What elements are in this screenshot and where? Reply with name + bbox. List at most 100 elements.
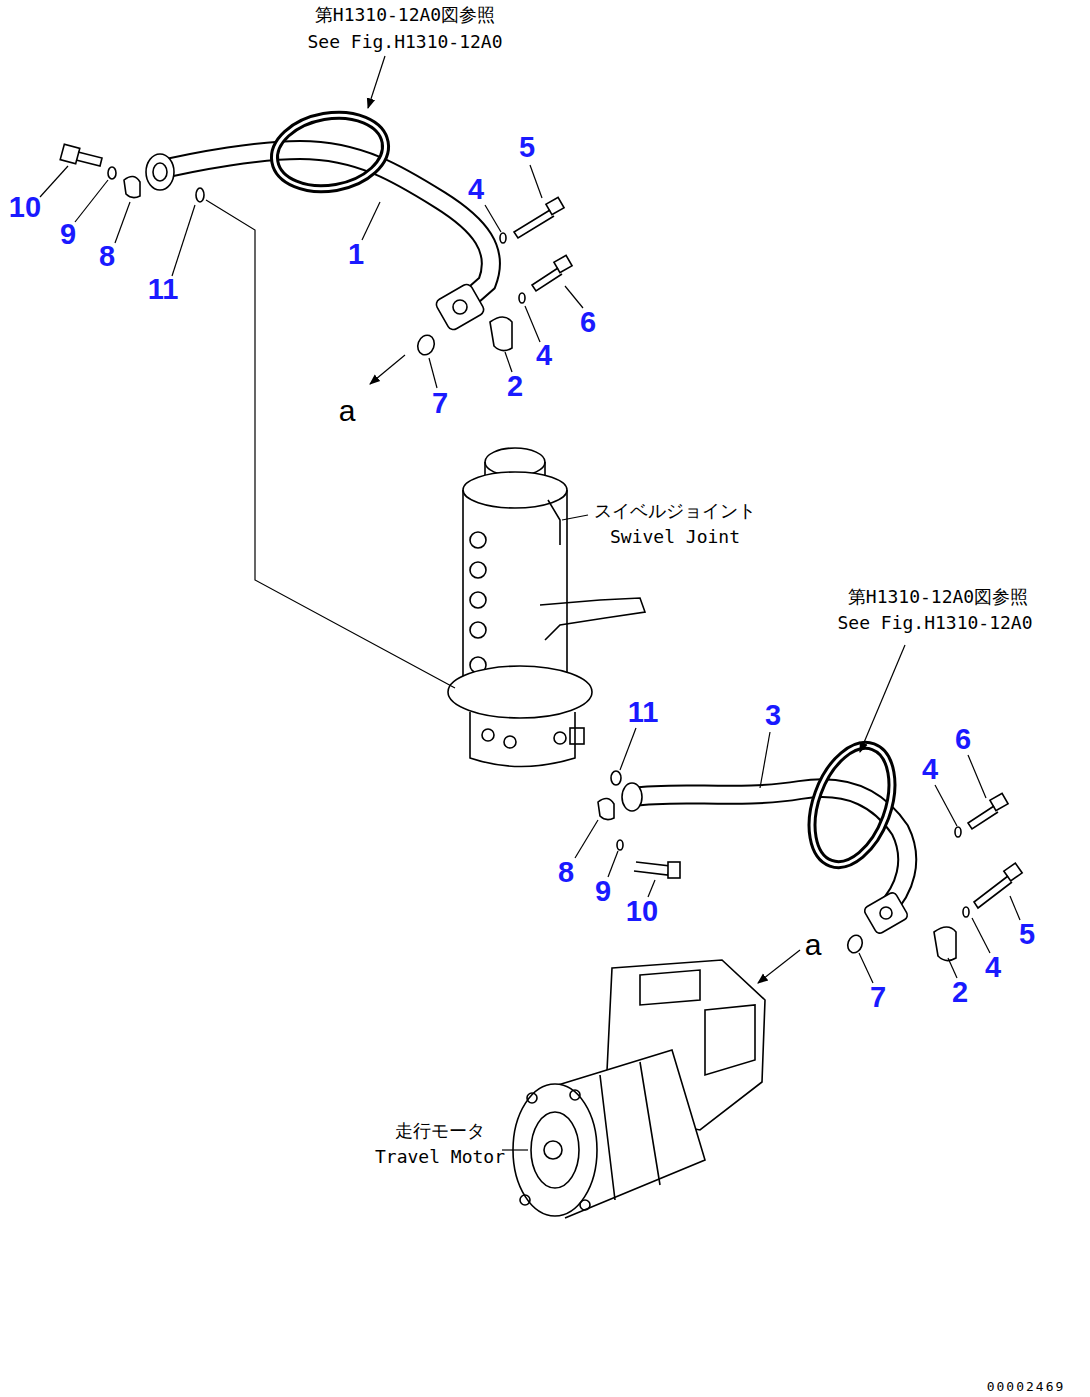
callout-number: 5 <box>1019 919 1035 951</box>
hose <box>146 107 491 332</box>
drawing-ellipse <box>269 107 392 197</box>
drawing-path <box>705 1005 755 1075</box>
reference-note: 第H1310-12A0図参照 <box>315 5 495 25</box>
part-name: 走行モータ <box>395 1121 485 1141</box>
callout-number: 6 <box>580 307 596 339</box>
drawing-path <box>540 598 645 640</box>
drawing-number: 00002469 <box>987 1380 1066 1394</box>
callout-number: 2 <box>952 977 968 1009</box>
callout-number: 4 <box>922 754 938 786</box>
drawing-path <box>505 352 512 372</box>
drawing-path <box>575 820 598 858</box>
drawing-ellipse <box>196 188 204 202</box>
callout-number: 1 <box>348 239 364 271</box>
drawing-path <box>562 515 588 520</box>
callout-number: 3 <box>765 700 781 732</box>
drawing-path <box>565 286 583 308</box>
travel-motor <box>513 960 765 1218</box>
drawing-path <box>1010 896 1020 920</box>
drawing-path <box>532 268 562 291</box>
drawing <box>40 56 1022 1218</box>
callout-number: 10 <box>9 192 41 224</box>
drawing-path <box>968 755 986 798</box>
drawing-circle <box>880 907 892 919</box>
reference-note: See Fig.H1310-12A0 <box>837 613 1032 633</box>
drawing-path <box>206 200 455 688</box>
drawing-path <box>124 176 140 197</box>
drawing-ellipse <box>146 154 174 190</box>
drawing-ellipse <box>531 1112 579 1188</box>
drawing-path <box>620 728 636 770</box>
drawing-path <box>859 953 873 983</box>
drawing-path <box>935 785 957 826</box>
drawing-path <box>760 732 770 788</box>
callout-number: 4 <box>536 340 552 372</box>
drawing-path <box>514 210 554 238</box>
fasteners <box>60 144 572 357</box>
drawing-circle <box>580 1200 590 1210</box>
part-name: Swivel Joint <box>610 527 740 547</box>
reference-note: 第H1310-12A0図参照 <box>848 587 1028 607</box>
drawing-circle <box>520 1195 530 1205</box>
drawing-path <box>648 880 655 897</box>
callout-number: 6 <box>955 724 971 756</box>
drawing-path <box>172 205 195 276</box>
drawing-path <box>115 202 130 243</box>
drawing-path <box>362 202 380 240</box>
drawing-rect <box>554 255 572 272</box>
drawing-circle <box>544 1141 562 1159</box>
drawing-use <box>150 150 491 305</box>
drawing-rect <box>546 197 564 214</box>
drawing-circle <box>470 562 486 578</box>
drawing-path <box>76 152 102 166</box>
drawing-ellipse <box>963 907 969 917</box>
drawing-path <box>640 970 700 1005</box>
drawing-ellipse <box>797 734 907 875</box>
callout-number: 10 <box>626 896 658 928</box>
drawing-circle <box>470 532 486 548</box>
drawing-ellipse <box>622 783 642 811</box>
drawing-path <box>600 1062 660 1200</box>
callout-number: 11 <box>148 274 179 306</box>
drawing-path <box>490 317 512 351</box>
callout-number: 7 <box>432 388 448 420</box>
callout-number: 7 <box>870 982 886 1014</box>
drawing-ellipse <box>955 827 961 837</box>
drawing-ellipse <box>617 840 623 850</box>
drawing-path <box>860 645 905 752</box>
drawing-circle <box>482 729 494 741</box>
callout-number: 9 <box>60 219 76 251</box>
callout-number: 4 <box>985 952 1001 984</box>
drawing-path <box>548 500 560 545</box>
drawing-circle <box>453 300 467 314</box>
drawing-circle <box>570 1090 580 1100</box>
callout-number: 9 <box>595 876 611 908</box>
drawing-circle <box>470 592 486 608</box>
drawing-circle <box>470 622 486 638</box>
drawing-path <box>485 205 501 232</box>
drawing-path <box>470 712 575 767</box>
drawing-circle <box>554 732 566 744</box>
drawing-path <box>968 806 998 829</box>
part-name: スイベルジョイント <box>594 501 756 521</box>
swivel-joint <box>448 448 645 767</box>
drawing-rect <box>863 891 909 935</box>
drawing-path <box>525 306 540 342</box>
drawing-path <box>530 165 542 198</box>
callout-number: 5 <box>519 132 535 164</box>
drawing-rect <box>570 728 584 744</box>
drawing-path <box>758 950 800 983</box>
fasteners <box>598 771 1022 961</box>
drawing-circle <box>504 736 516 748</box>
drawing-ellipse <box>500 233 506 243</box>
drawing-path <box>40 166 68 197</box>
drawing-ellipse <box>845 933 864 955</box>
drawing-ellipse <box>269 107 392 197</box>
drawing-path <box>972 918 990 953</box>
drawing-path <box>634 862 670 875</box>
drawing-path <box>75 180 108 222</box>
part-name: Travel Motor <box>375 1147 505 1167</box>
drawing-path <box>608 851 618 877</box>
